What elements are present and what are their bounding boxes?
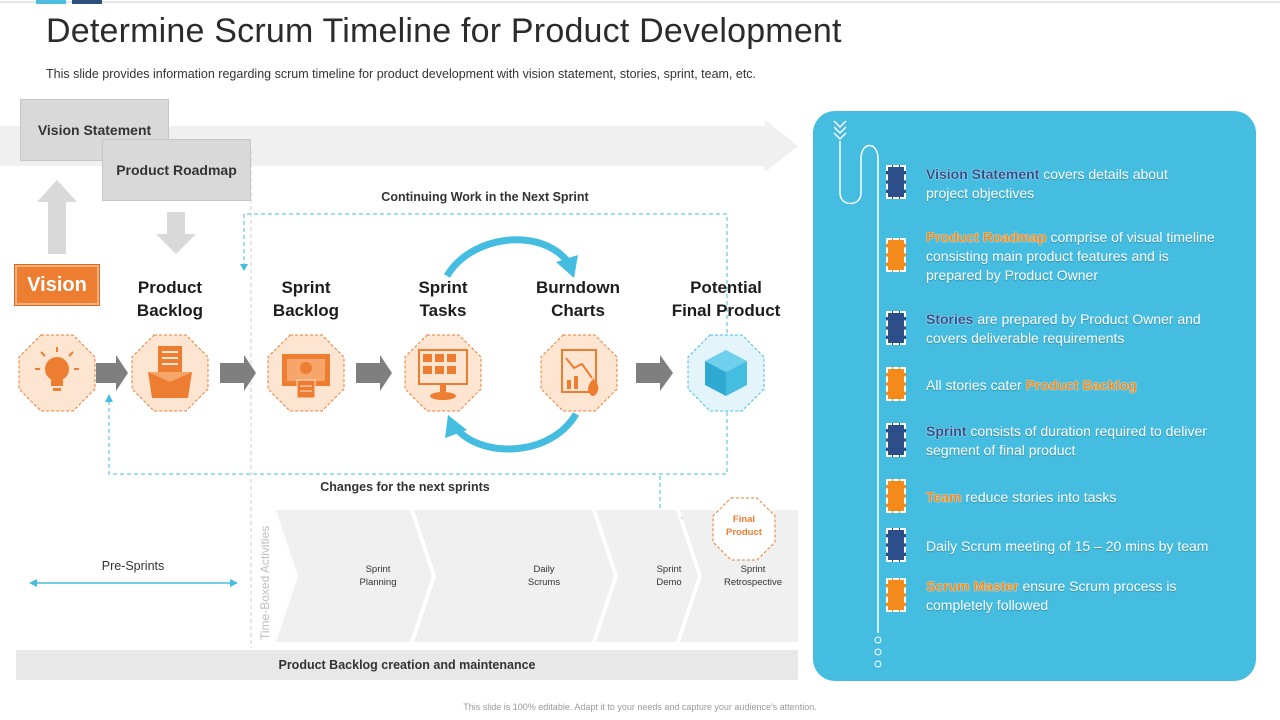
chevron-3	[596, 510, 698, 642]
pre-sprints-arrow-right	[230, 579, 238, 587]
panel-item-6: Team reduce stories into tasks	[926, 489, 1117, 505]
cycle-arrowhead-bottom	[445, 415, 467, 438]
chevron-2	[414, 510, 614, 642]
vision-badge: Vision	[15, 265, 99, 305]
product-roadmap-label: Product Roadmap	[116, 162, 237, 178]
continuing-work-connector	[243, 213, 728, 333]
product-roadmap-box: Product Roadmap	[102, 139, 251, 201]
panel-marker-5	[886, 423, 906, 457]
panel-item-3: Stories are prepared by Product Owner an…	[926, 311, 1201, 346]
flow-arrow-2	[220, 355, 256, 391]
time-boxed-label: Time-Boxed Activities	[258, 525, 272, 640]
panel-marker-4	[886, 367, 906, 401]
product-backlog-bar: Product Backlog creation and maintenance	[16, 650, 798, 680]
sprint-board-icon	[267, 334, 345, 412]
page-subtitle: This slide provides information regardin…	[46, 67, 757, 81]
cycle-arrow-bottom	[453, 412, 580, 453]
top-rule	[0, 1, 1280, 3]
flow-arrow-3	[356, 355, 392, 391]
changes-label: Changes for the next sprints	[320, 480, 490, 494]
lightbulb-icon	[18, 334, 96, 412]
flow-arrow-4	[636, 355, 673, 391]
panel-marker-7	[886, 528, 906, 562]
panel-item-1: Vision Statement covers details about pr…	[926, 166, 1168, 201]
final-product-octagon	[712, 497, 776, 561]
cycle-arrow-top	[443, 236, 571, 278]
footer-note: This slide is 100% editable. Adapt it to…	[463, 702, 817, 712]
changes-connector	[108, 400, 728, 475]
cube-product-icon	[687, 334, 765, 412]
open-box-list-icon	[131, 334, 209, 412]
vision-statement-label: Vision Statement	[37, 122, 152, 138]
cycle-arrowhead-top	[556, 255, 578, 278]
panel-marker-8	[886, 578, 906, 612]
panel-marker-6	[886, 479, 906, 513]
burndown-chart-icon	[540, 334, 618, 412]
panel-item-7: Daily Scrum meeting of 15 – 20 mins by t…	[926, 538, 1209, 554]
product-backlog-bar-label: Product Backlog creation and maintenance	[278, 658, 536, 672]
top-accent-dark	[72, 0, 102, 4]
page-title: Determine Scrum Timeline for Product Dev…	[46, 12, 842, 50]
panel-item-8: Scrum Master ensure Scrum process is com…	[926, 578, 1177, 613]
pre-sprints-label: Pre-Sprints	[101, 559, 165, 573]
panel-item-4: All stories cater Product Backlog	[926, 377, 1137, 393]
panel-item-5: Sprint consists of duration required to …	[926, 423, 1207, 458]
panel-marker-3	[886, 311, 906, 345]
down-arrow	[156, 212, 196, 254]
task-screen-icon	[404, 334, 482, 412]
flow-arrow-1	[96, 355, 128, 391]
chevron-1	[276, 510, 432, 642]
panel-item-2: Product Roadmap comprise of visual timel…	[926, 229, 1215, 283]
panel-marker-1	[886, 165, 906, 199]
continuing-work-label: Continuing Work in the Next Sprint	[381, 190, 589, 204]
vision-badge-label: Vision	[27, 273, 87, 296]
pre-sprints-arrow-left	[29, 579, 37, 587]
panel-marker-2	[886, 238, 906, 272]
up-arrow	[37, 180, 77, 254]
panel-timeline-line	[833, 120, 882, 668]
changes-arrowhead	[105, 394, 113, 402]
top-accent-light	[36, 0, 66, 4]
continuing-work-arrowhead	[240, 264, 248, 271]
